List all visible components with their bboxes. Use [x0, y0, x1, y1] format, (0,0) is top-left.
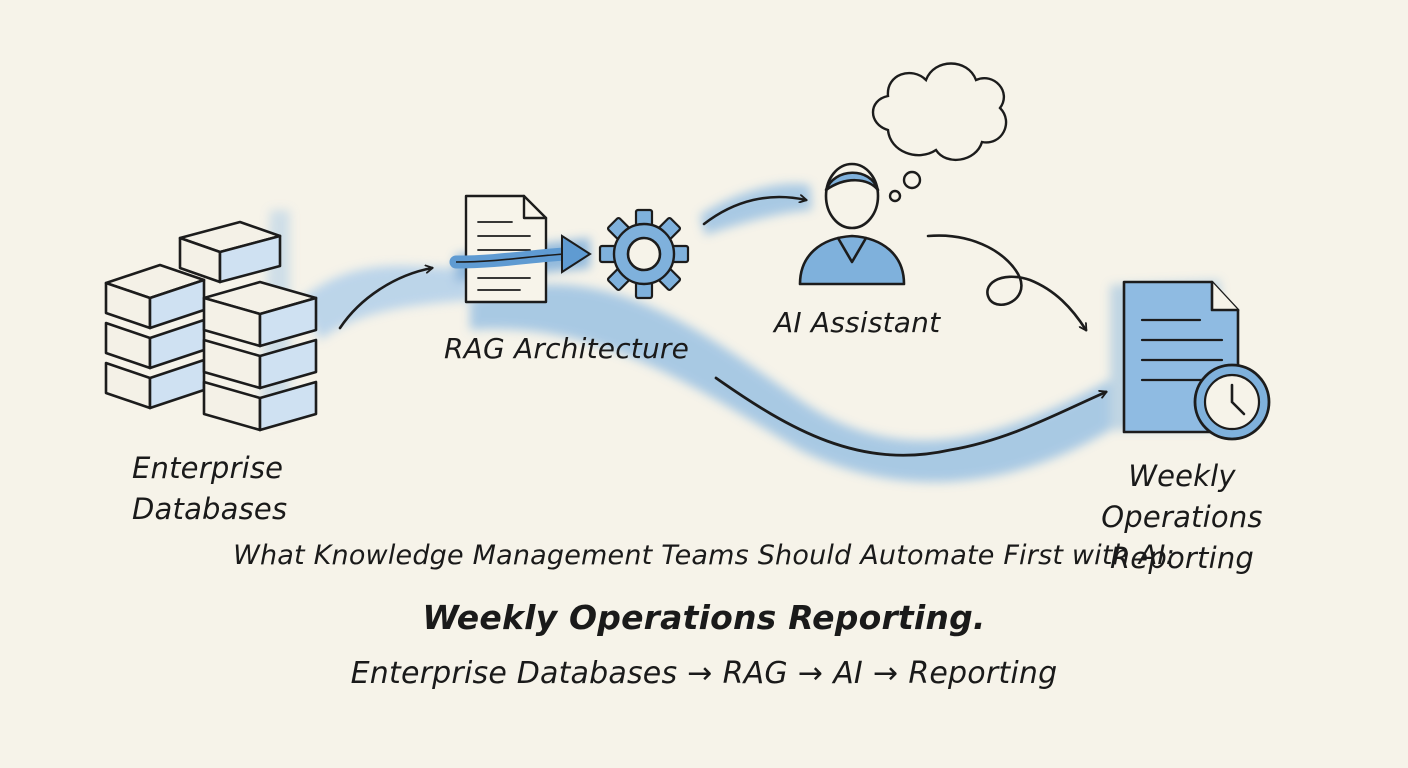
- thought-cloud-icon: [871, 62, 1008, 203]
- database-block: [104, 358, 206, 410]
- person-icon: [798, 162, 906, 286]
- document-icon: [464, 194, 548, 304]
- clock-icon: [1193, 363, 1271, 441]
- node-label-rag: RAG Architecture: [444, 332, 690, 365]
- arrow-db-to-rag: [338, 268, 432, 330]
- flow-arrow: →: [687, 656, 713, 691]
- node-label-report-line1: Weekly Operations: [1101, 459, 1263, 534]
- database-block: [202, 280, 318, 348]
- node-label-databases: Enterprise Databases: [132, 448, 287, 530]
- node-label-databases-line2: Databases: [132, 492, 288, 526]
- flow-arrow: →: [797, 656, 824, 691]
- caption-answer: Weekly Operations Reporting.: [422, 598, 986, 637]
- arrow-assistant-to-report: [926, 234, 1086, 330]
- flow-step: AI: [833, 656, 863, 691]
- node-label-report-line2: Reporting: [1109, 541, 1255, 575]
- node-label-assistant: AI Assistant: [774, 306, 941, 339]
- watercolor-wash: [260, 183, 1225, 483]
- database-block: [178, 220, 282, 284]
- flow-arrow: →: [872, 656, 899, 691]
- flow-step: Enterprise Databases: [350, 656, 678, 691]
- gear-icon: [598, 208, 690, 300]
- arrow-rag-to-assistant: [702, 197, 806, 226]
- node-label-report: Weekly Operations Reporting: [1046, 456, 1318, 579]
- arrow-rag-to-report: [714, 376, 1106, 457]
- rag-flow-arrow: [449, 234, 592, 274]
- database-stack-icon: [104, 220, 318, 432]
- database-block: [202, 338, 318, 390]
- node-label-databases-line1: Enterprise: [132, 451, 284, 485]
- caption-question: What Knowledge Management Teams Should A…: [233, 540, 1175, 571]
- flow-step: Reporting: [908, 656, 1058, 691]
- database-block: [202, 380, 318, 432]
- database-block: [104, 263, 206, 330]
- flow-step: RAG: [722, 656, 788, 691]
- flow-summary: Enterprise Databases → RAG → AI → Reporting: [0, 656, 1408, 691]
